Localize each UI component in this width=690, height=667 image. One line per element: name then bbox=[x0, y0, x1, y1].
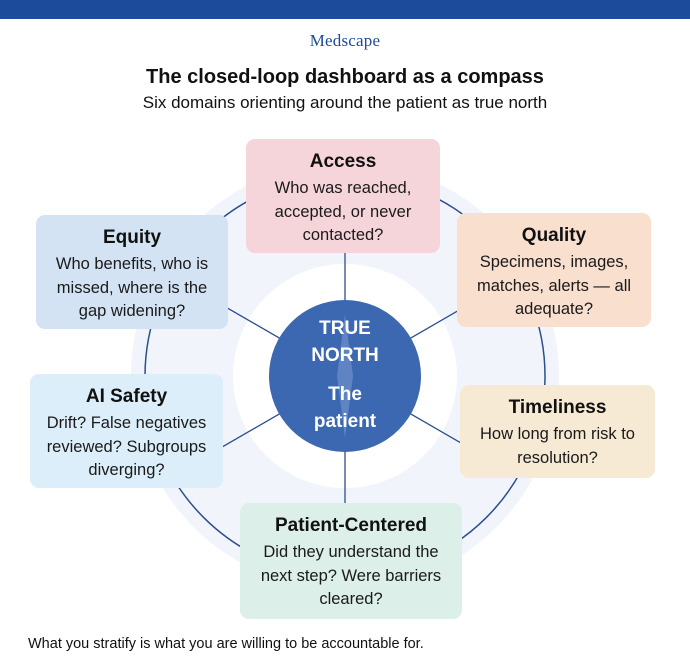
true-north-text: TRUE NORTH bbox=[311, 318, 379, 366]
domain-body: Who benefits, who is missed, where is th… bbox=[55, 255, 209, 320]
domain-title: Equity bbox=[102, 227, 162, 248]
footer-note: What you stratify is what you are willin… bbox=[28, 636, 424, 652]
domain-card-quality: Quality Specimens, images, matches, aler… bbox=[457, 213, 651, 327]
domain-body: Who was reached, accepted, or never cont… bbox=[274, 179, 412, 244]
domain-title: Access bbox=[309, 151, 377, 172]
brand-logo: Medscape bbox=[309, 31, 381, 50]
domain-title: AI Safety bbox=[85, 386, 168, 407]
true-north-label: TRUE NORTH bbox=[270, 315, 420, 369]
compass-needle-icon bbox=[337, 314, 353, 438]
domain-title: Timeliness bbox=[508, 397, 607, 418]
domain-card-equity: Equity Who benefits, who is missed, wher… bbox=[36, 215, 228, 329]
domain-body: Did they understand the next step? Were … bbox=[260, 543, 442, 608]
figure-subtitle: Six domains orienting around the patient… bbox=[142, 93, 548, 112]
figure-title: The closed-loop dashboard as a compass bbox=[146, 66, 544, 88]
domain-card-timeliness: Timeliness How long from risk to resolut… bbox=[460, 385, 655, 478]
patient-text: The patient bbox=[313, 384, 377, 432]
domain-body: Specimens, images, matches, alerts — all… bbox=[476, 253, 632, 318]
top-banner bbox=[0, 0, 690, 19]
domain-body: How long from risk to resolution? bbox=[480, 425, 635, 467]
domain-card-patient-centered: Patient-Centered Did they understand the… bbox=[240, 503, 462, 619]
domain-title: Patient-Centered bbox=[274, 515, 428, 536]
domain-title: Quality bbox=[521, 225, 587, 246]
domain-card-ai-safety: AI Safety Drift? False negatives reviewe… bbox=[30, 374, 223, 488]
patient-label: The patient bbox=[270, 381, 420, 435]
domain-body: Drift? False negatives reviewed? Subgrou… bbox=[46, 414, 207, 479]
domain-card-access: Access Who was reached, accepted, or nev… bbox=[246, 139, 440, 253]
